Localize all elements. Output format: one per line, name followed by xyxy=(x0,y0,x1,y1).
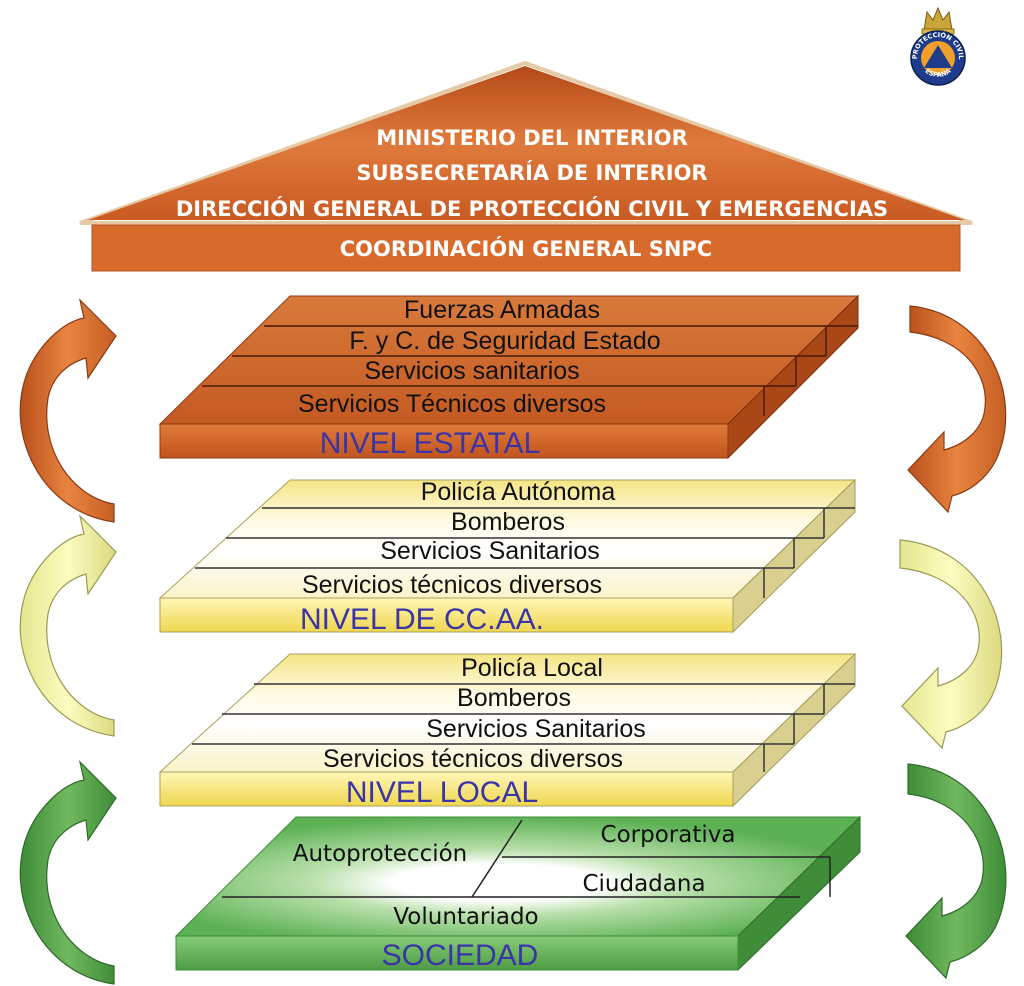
logo-bottom-text: ESPAÑA xyxy=(924,67,953,79)
society-ciudadana: Ciudadana xyxy=(582,871,705,897)
estatal-label: NIVEL ESTATAL xyxy=(320,427,541,460)
ccaa-row-4: Servicios técnicos diversos xyxy=(302,571,602,599)
right-arrow-orange xyxy=(907,305,1007,514)
right-arrow-green xyxy=(905,763,1007,980)
estatal-row-3: Servicios sanitarios xyxy=(364,357,579,385)
society-label: SOCIEDAD xyxy=(382,939,539,972)
local-label: NIVEL LOCAL xyxy=(346,776,538,809)
society-voluntariado: Voluntariado xyxy=(393,904,538,930)
ccaa-row-3: Servicios Sanitarios xyxy=(380,537,600,565)
estatal-row-1: Fuerzas Armadas xyxy=(404,296,600,324)
local-row-3: Servicios Sanitarios xyxy=(426,715,646,743)
estatal-row-2: F. y C. de Seguridad Estado xyxy=(349,327,660,355)
local-row-2: Bomberos xyxy=(457,684,571,712)
local-row-4: Servicios técnicos diversos xyxy=(323,745,623,773)
left-arrow-yellow xyxy=(19,514,117,737)
roof-base-band xyxy=(91,224,961,272)
roof-base-label: COORDINACIÓN GENERAL SNPC xyxy=(340,236,712,261)
ccaa-row-2: Bomberos xyxy=(451,508,565,536)
proteccion-civil-emblem-icon: PROTECCIÓN CIVIL ESPAÑA xyxy=(910,6,966,86)
local-row-1: Policía Local xyxy=(461,654,603,682)
society-corporativa: Corporativa xyxy=(601,822,736,848)
left-arrow-green xyxy=(19,760,117,985)
ccaa-label: NIVEL DE CC.AA. xyxy=(300,603,544,636)
level-local: Policía Local Bomberos Servicios Sanitar… xyxy=(158,652,857,809)
estatal-row-4: Servicios Técnicos diversos xyxy=(298,390,606,418)
roof-line-1: MINISTERIO DEL INTERIOR xyxy=(376,126,688,150)
roof-line-2: SUBSECRETARÍA DE INTERIOR xyxy=(356,160,707,185)
right-arrow-yellow xyxy=(899,539,1003,750)
ccaa-row-1: Policía Autónoma xyxy=(421,478,616,506)
left-arrow-orange xyxy=(19,298,117,523)
roof-triangle xyxy=(88,66,965,220)
level-estatal: Fuerzas Armadas F. y C. de Seguridad Est… xyxy=(158,294,860,460)
level-ccaa: Policía Autónoma Bomberos Servicios Sani… xyxy=(158,478,857,636)
svg-text:ESPAÑA: ESPAÑA xyxy=(924,67,953,79)
roof-line-3: DIRECCIÓN GENERAL DE PROTECCIÓN CIVIL Y … xyxy=(176,196,888,221)
level-sociedad: Autoprotección Corporativa Ciudadana Vol… xyxy=(174,815,862,972)
society-autoproteccion: Autoprotección xyxy=(293,841,468,867)
roof: MINISTERIO DEL INTERIOR SUBSECRETARÍA DE… xyxy=(79,60,973,272)
